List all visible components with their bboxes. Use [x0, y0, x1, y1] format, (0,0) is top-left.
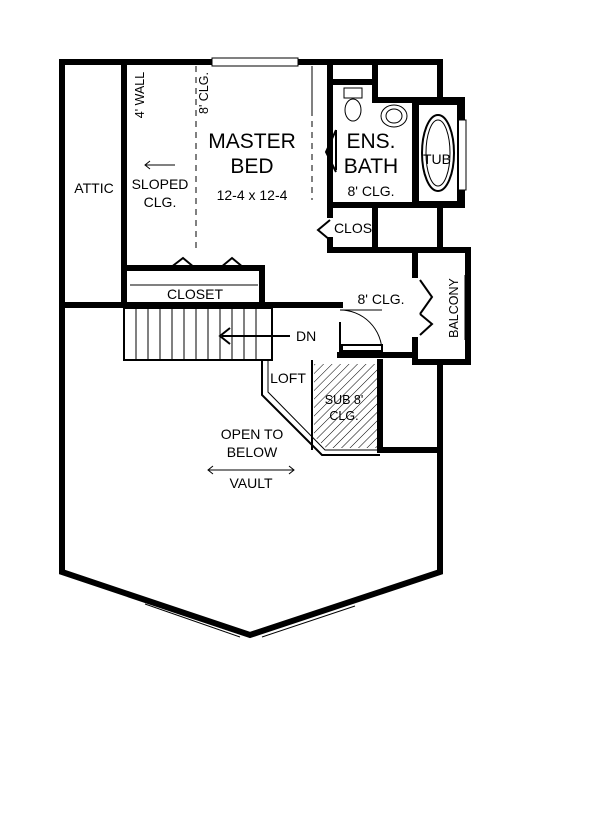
- clos-label: CLOS: [334, 220, 372, 236]
- bath-label: ENS.: [346, 130, 395, 153]
- window-bottom-right: [261, 599, 356, 632]
- bath-ceiling: 8' CLG.: [347, 183, 394, 199]
- attic-walls: [59, 59, 343, 308]
- windows: [144, 57, 467, 638]
- closet-walls: [125, 256, 265, 303]
- door-swings: [316, 219, 434, 355]
- attic-label: ATTIC: [74, 180, 113, 196]
- sloped-label: SLOPED: [132, 176, 189, 192]
- window-top: [211, 57, 299, 67]
- vault-label: VAULT: [229, 475, 272, 491]
- toilet-bowl: [344, 98, 362, 122]
- sub-label: SUB 8': [325, 393, 364, 407]
- master-bed-label: MASTER: [208, 130, 296, 153]
- hall-ceiling-label: 8' CLG.: [357, 291, 404, 307]
- toilet-tank: [343, 87, 363, 99]
- tub-frame: [417, 103, 459, 203]
- dn-label: DN: [296, 328, 316, 344]
- sub-ceiling-hatch: [314, 364, 378, 448]
- window-bottom-left: [144, 597, 241, 632]
- sink: [380, 104, 408, 128]
- open-below-label-2: BELOW: [227, 444, 278, 460]
- bath-label-2: BATH: [344, 155, 398, 178]
- open-below-label: OPEN TO: [221, 426, 284, 442]
- closet-label: CLOSET: [167, 286, 223, 302]
- balcony-label: BALCONY: [447, 277, 461, 337]
- sub-label-2: CLG.: [329, 409, 358, 423]
- master-bed-size: 12-4 x 12-4: [217, 187, 288, 203]
- direction-arrows: [144, 160, 295, 475]
- bath-walls: [311, 59, 443, 453]
- loft-rail: [261, 360, 380, 456]
- sloped-label-2: CLG.: [144, 194, 177, 210]
- staircase: [123, 307, 290, 361]
- master-bed-label-2: BED: [230, 155, 273, 178]
- tub-basin: [421, 114, 455, 192]
- labels: MASTER BED 12-4 x 12-4 ENS. BATH 8' CLG.…: [74, 72, 461, 491]
- four-wall-label: 4' WALL: [133, 72, 147, 118]
- bed-ceiling-label: 8' CLG.: [197, 72, 211, 114]
- bath-fixtures: [324, 87, 459, 203]
- tub-label: TUB: [423, 151, 451, 167]
- loft-label: LOFT: [270, 370, 306, 386]
- window-tub: [457, 119, 467, 191]
